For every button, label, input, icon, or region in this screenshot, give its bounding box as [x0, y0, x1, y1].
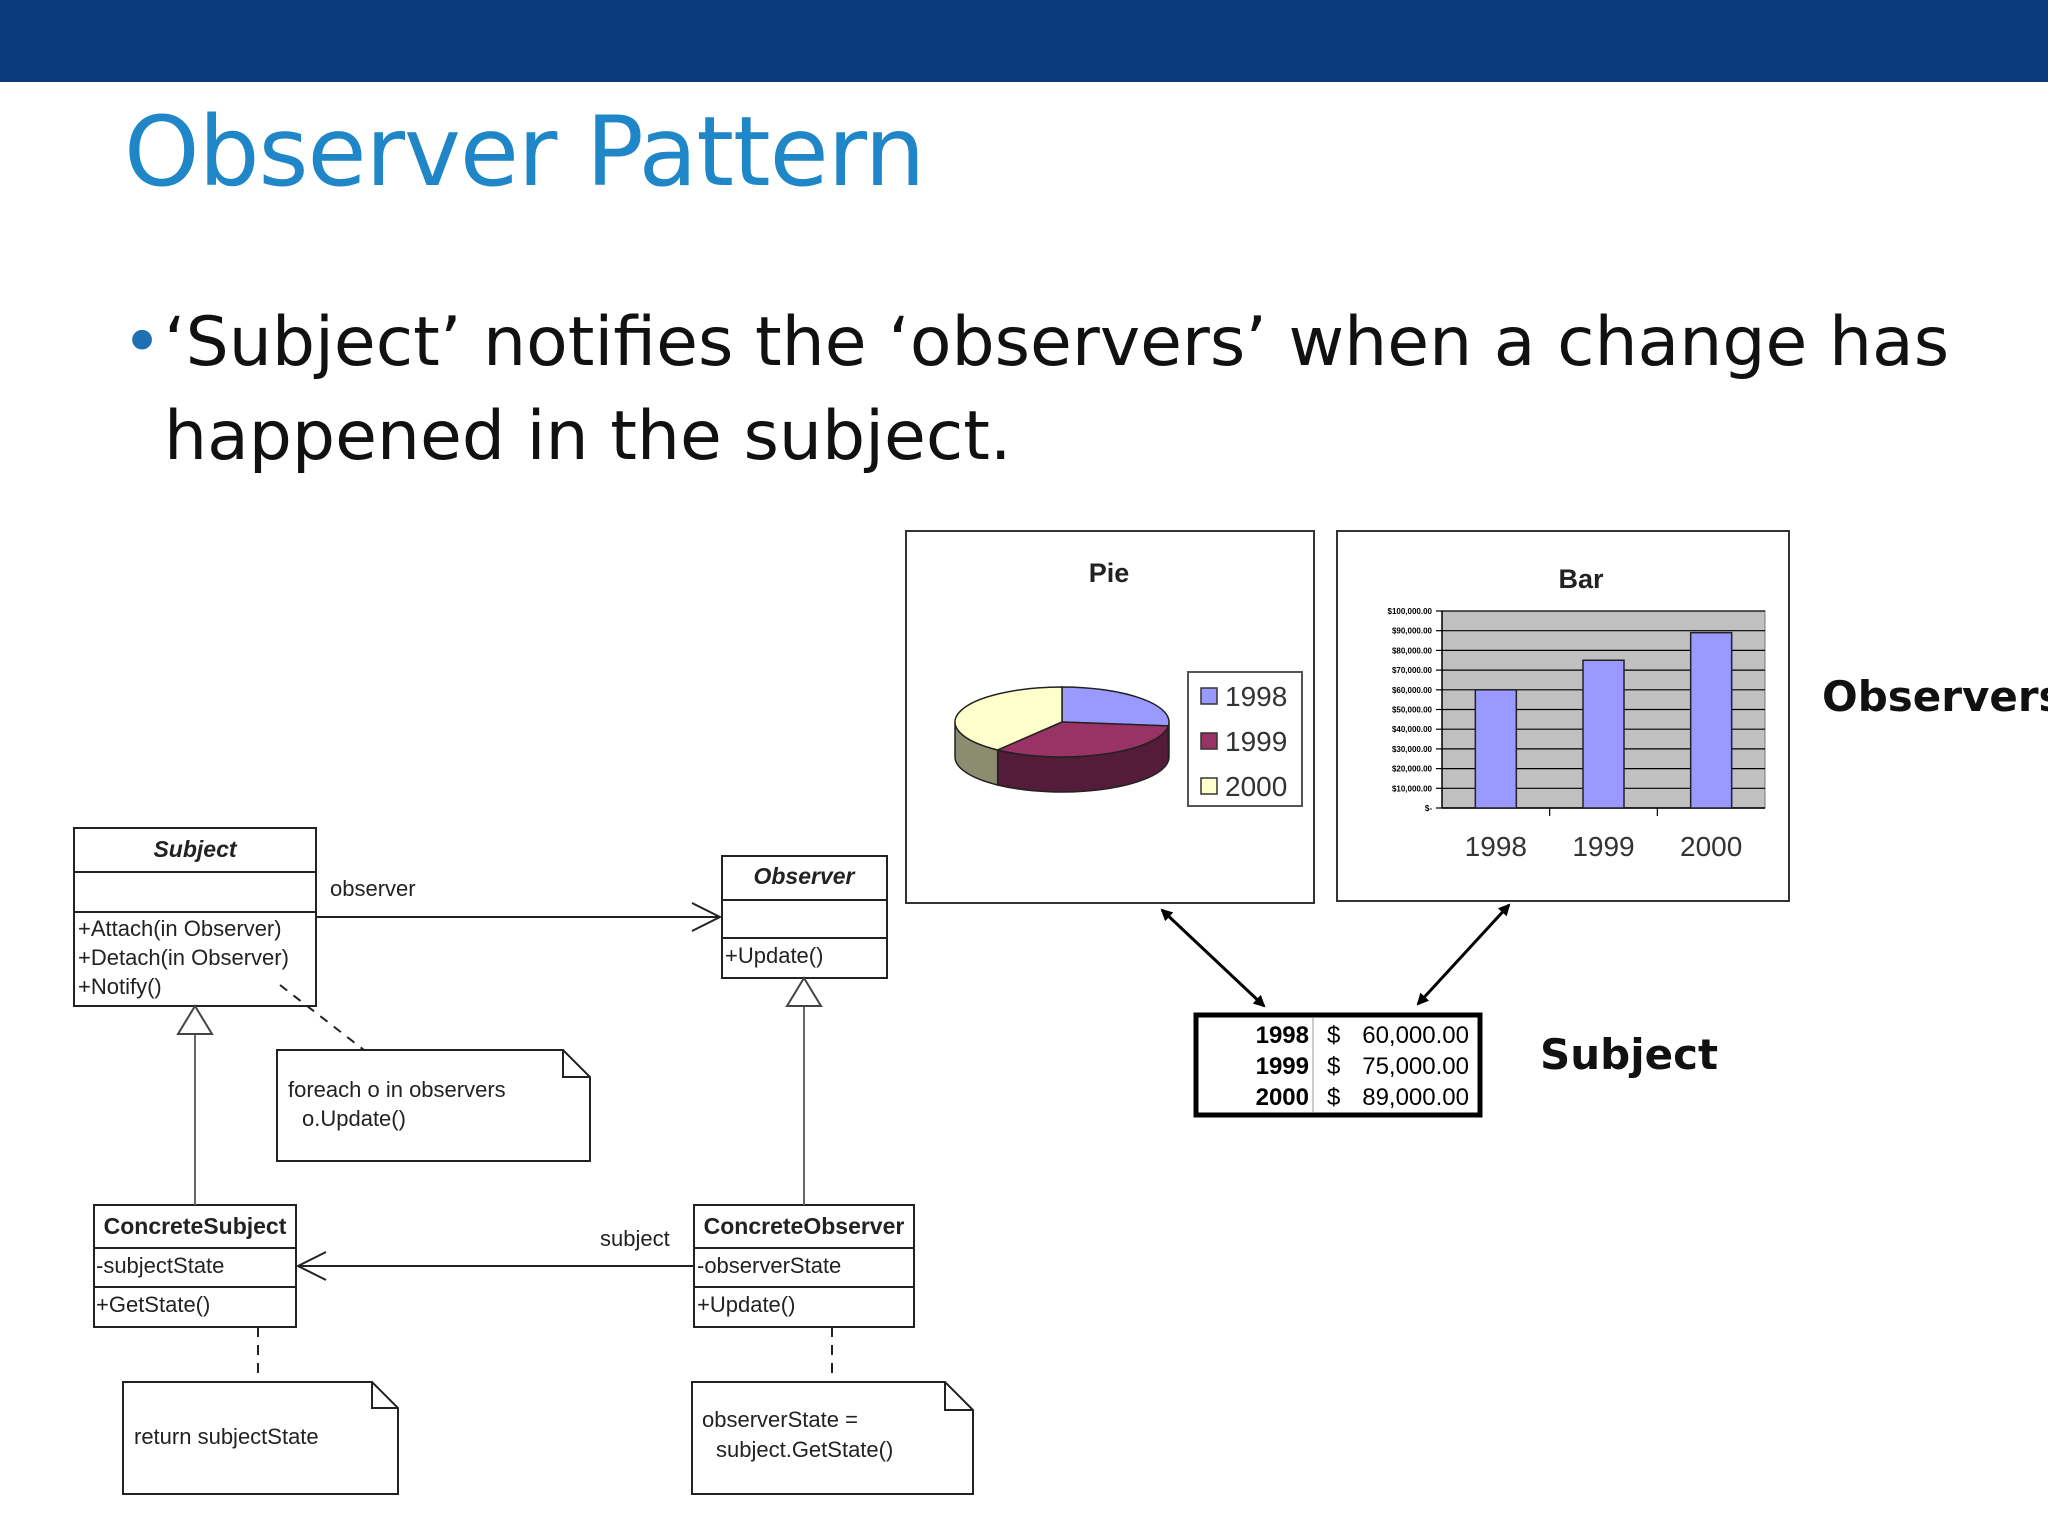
table-cell-amount: 75,000.00 [1362, 1053, 1469, 1080]
bar-y-tick-label: $60,000.00 [1392, 686, 1433, 695]
bar-2000 [1689, 631, 1733, 809]
table-row: 1998 $60,000.00 [1256, 1022, 1469, 1049]
observer-op-update: +Update() [725, 943, 823, 968]
bar-y-tick-label: $20,000.00 [1392, 765, 1433, 774]
note-getstate: return subjectState [122, 1327, 399, 1495]
uml-class-concrete-subject: ConcreteSubject -subjectState +GetState(… [93, 1204, 297, 1328]
subject-class-name: Subject [153, 836, 237, 862]
subject-label: Subject [1540, 1030, 1719, 1079]
bar-chart-plot: $- $10,000.00 $20,000.00 $30,000.00 $40,000.… [1388, 607, 1766, 862]
bar-x-label-1998: 1998 [1465, 831, 1527, 862]
observers-label: Observers [1822, 672, 2048, 721]
bar-x-label-1999: 1999 [1572, 831, 1634, 862]
uml-class-observer: Observer +Update() [721, 855, 888, 979]
bar-chart-panel: Bar $- $10,000.00 $20,000.00 $30,000.00 $40,… [1336, 530, 1790, 902]
pie-chart-title: Pie [1089, 558, 1130, 588]
bar-chart-title: Bar [1558, 564, 1604, 594]
note-notify-line-2: o.Update() [302, 1106, 406, 1131]
subject-op-detach: +Detach(in Observer) [78, 945, 289, 970]
table-row: 2000 $89,000.00 [1256, 1084, 1469, 1111]
observer-class-name: Observer [753, 863, 855, 889]
bar-x-label-2000: 2000 [1680, 831, 1742, 862]
table-cell-currency: $ [1327, 1053, 1340, 1080]
bar-y-tick-label: $40,000.00 [1392, 725, 1433, 734]
concrete-observer-class-name: ConcreteObserver [704, 1213, 905, 1239]
note-update: observerState = subject.GetState() [691, 1327, 974, 1495]
concrete-subject-class-name: ConcreteSubject [104, 1213, 287, 1239]
concrete-observer-attr: -observerState [697, 1253, 841, 1278]
table-row: 1999 $75,000.00 [1256, 1053, 1469, 1080]
bar-y-tick-label: $90,000.00 [1392, 627, 1433, 636]
subject-data-table: 1998 $60,000.00 1999 $75,000.00 2000 $89,000.… [1193, 1012, 1483, 1118]
pie-subject-link-arrow [1160, 908, 1266, 1008]
pie-legend-swatch-1998 [1200, 687, 1218, 705]
concrete-subject-op-getstate: +GetState() [96, 1292, 210, 1317]
subject-op-attach: +Attach(in Observer) [78, 916, 282, 941]
note-notify-line-1: foreach o in observers [288, 1077, 506, 1102]
association-subject: subject [295, 1226, 694, 1281]
note-update-line-2: subject.GetState() [716, 1437, 893, 1462]
pie-legend-label-2000: 2000 [1225, 771, 1287, 802]
slide-header-bar [0, 0, 2048, 82]
bar-1999 [1582, 659, 1625, 809]
pie-chart-plot [954, 686, 1170, 793]
pie-chart-panel: Pie 1998 1999 2000 [905, 530, 1315, 904]
association-observer: observer [316, 876, 723, 932]
bar-y-tick-label: $50,000.00 [1392, 706, 1433, 715]
uml-class-concrete-observer: ConcreteObserver -observerState +Update(… [693, 1204, 915, 1328]
association-observer-label: observer [330, 876, 416, 901]
bar-y-tick-label: $70,000.00 [1392, 666, 1433, 675]
pie-legend-swatch-2000 [1200, 777, 1218, 795]
pie-legend: 1998 1999 2000 [1200, 681, 1287, 802]
bullet-text: ‘Subject’ notifies the ‘observers’ when … [164, 303, 1950, 476]
bullet-icon: • [122, 303, 163, 382]
table-cell-amount: 89,000.00 [1362, 1084, 1469, 1111]
table-cell-currency: $ [1327, 1084, 1340, 1111]
note-notify: foreach o in observers o.Update() [276, 984, 591, 1162]
generalization-subject [176, 1004, 214, 1205]
note-update-line-1: observerState = [702, 1407, 858, 1432]
bar-1998 [1474, 689, 1518, 809]
pie-slice-1999 [995, 721, 1170, 758]
slide-title: Observer Pattern [124, 96, 925, 208]
pie-slice-1998 [1061, 686, 1170, 727]
table-cell-year: 1999 [1256, 1053, 1309, 1080]
bar-y-tick-label: $10,000.00 [1392, 784, 1433, 793]
bar-y-tick-label: $80,000.00 [1392, 646, 1433, 655]
bar-subject-link-arrow [1416, 903, 1511, 1006]
table-cell-year: 2000 [1256, 1084, 1309, 1111]
pie-legend-label-1998: 1998 [1225, 681, 1287, 712]
bar-y-tick-label: $30,000.00 [1392, 745, 1433, 754]
concrete-subject-attr: -subjectState [96, 1253, 224, 1278]
uml-class-subject: Subject +Attach(in Observer) +Detach(in … [73, 827, 317, 1007]
association-subject-label: subject [600, 1226, 670, 1251]
generalization-observer [785, 976, 823, 1205]
table-cell-year: 1998 [1256, 1022, 1309, 1049]
table-cell-currency: $ [1327, 1022, 1340, 1049]
bar-y-tick-label: $100,000.00 [1388, 607, 1433, 616]
subject-op-notify: +Notify() [78, 974, 162, 999]
pie-legend-swatch-1999 [1200, 732, 1218, 750]
note-getstate-text: return subjectState [134, 1424, 319, 1449]
pie-slice-2000 [954, 686, 1063, 751]
pie-legend-label-1999: 1999 [1225, 726, 1287, 757]
concrete-observer-op-update: +Update() [697, 1292, 795, 1317]
bar-y-tick-label: $- [1425, 804, 1432, 813]
table-cell-amount: 60,000.00 [1362, 1022, 1469, 1049]
